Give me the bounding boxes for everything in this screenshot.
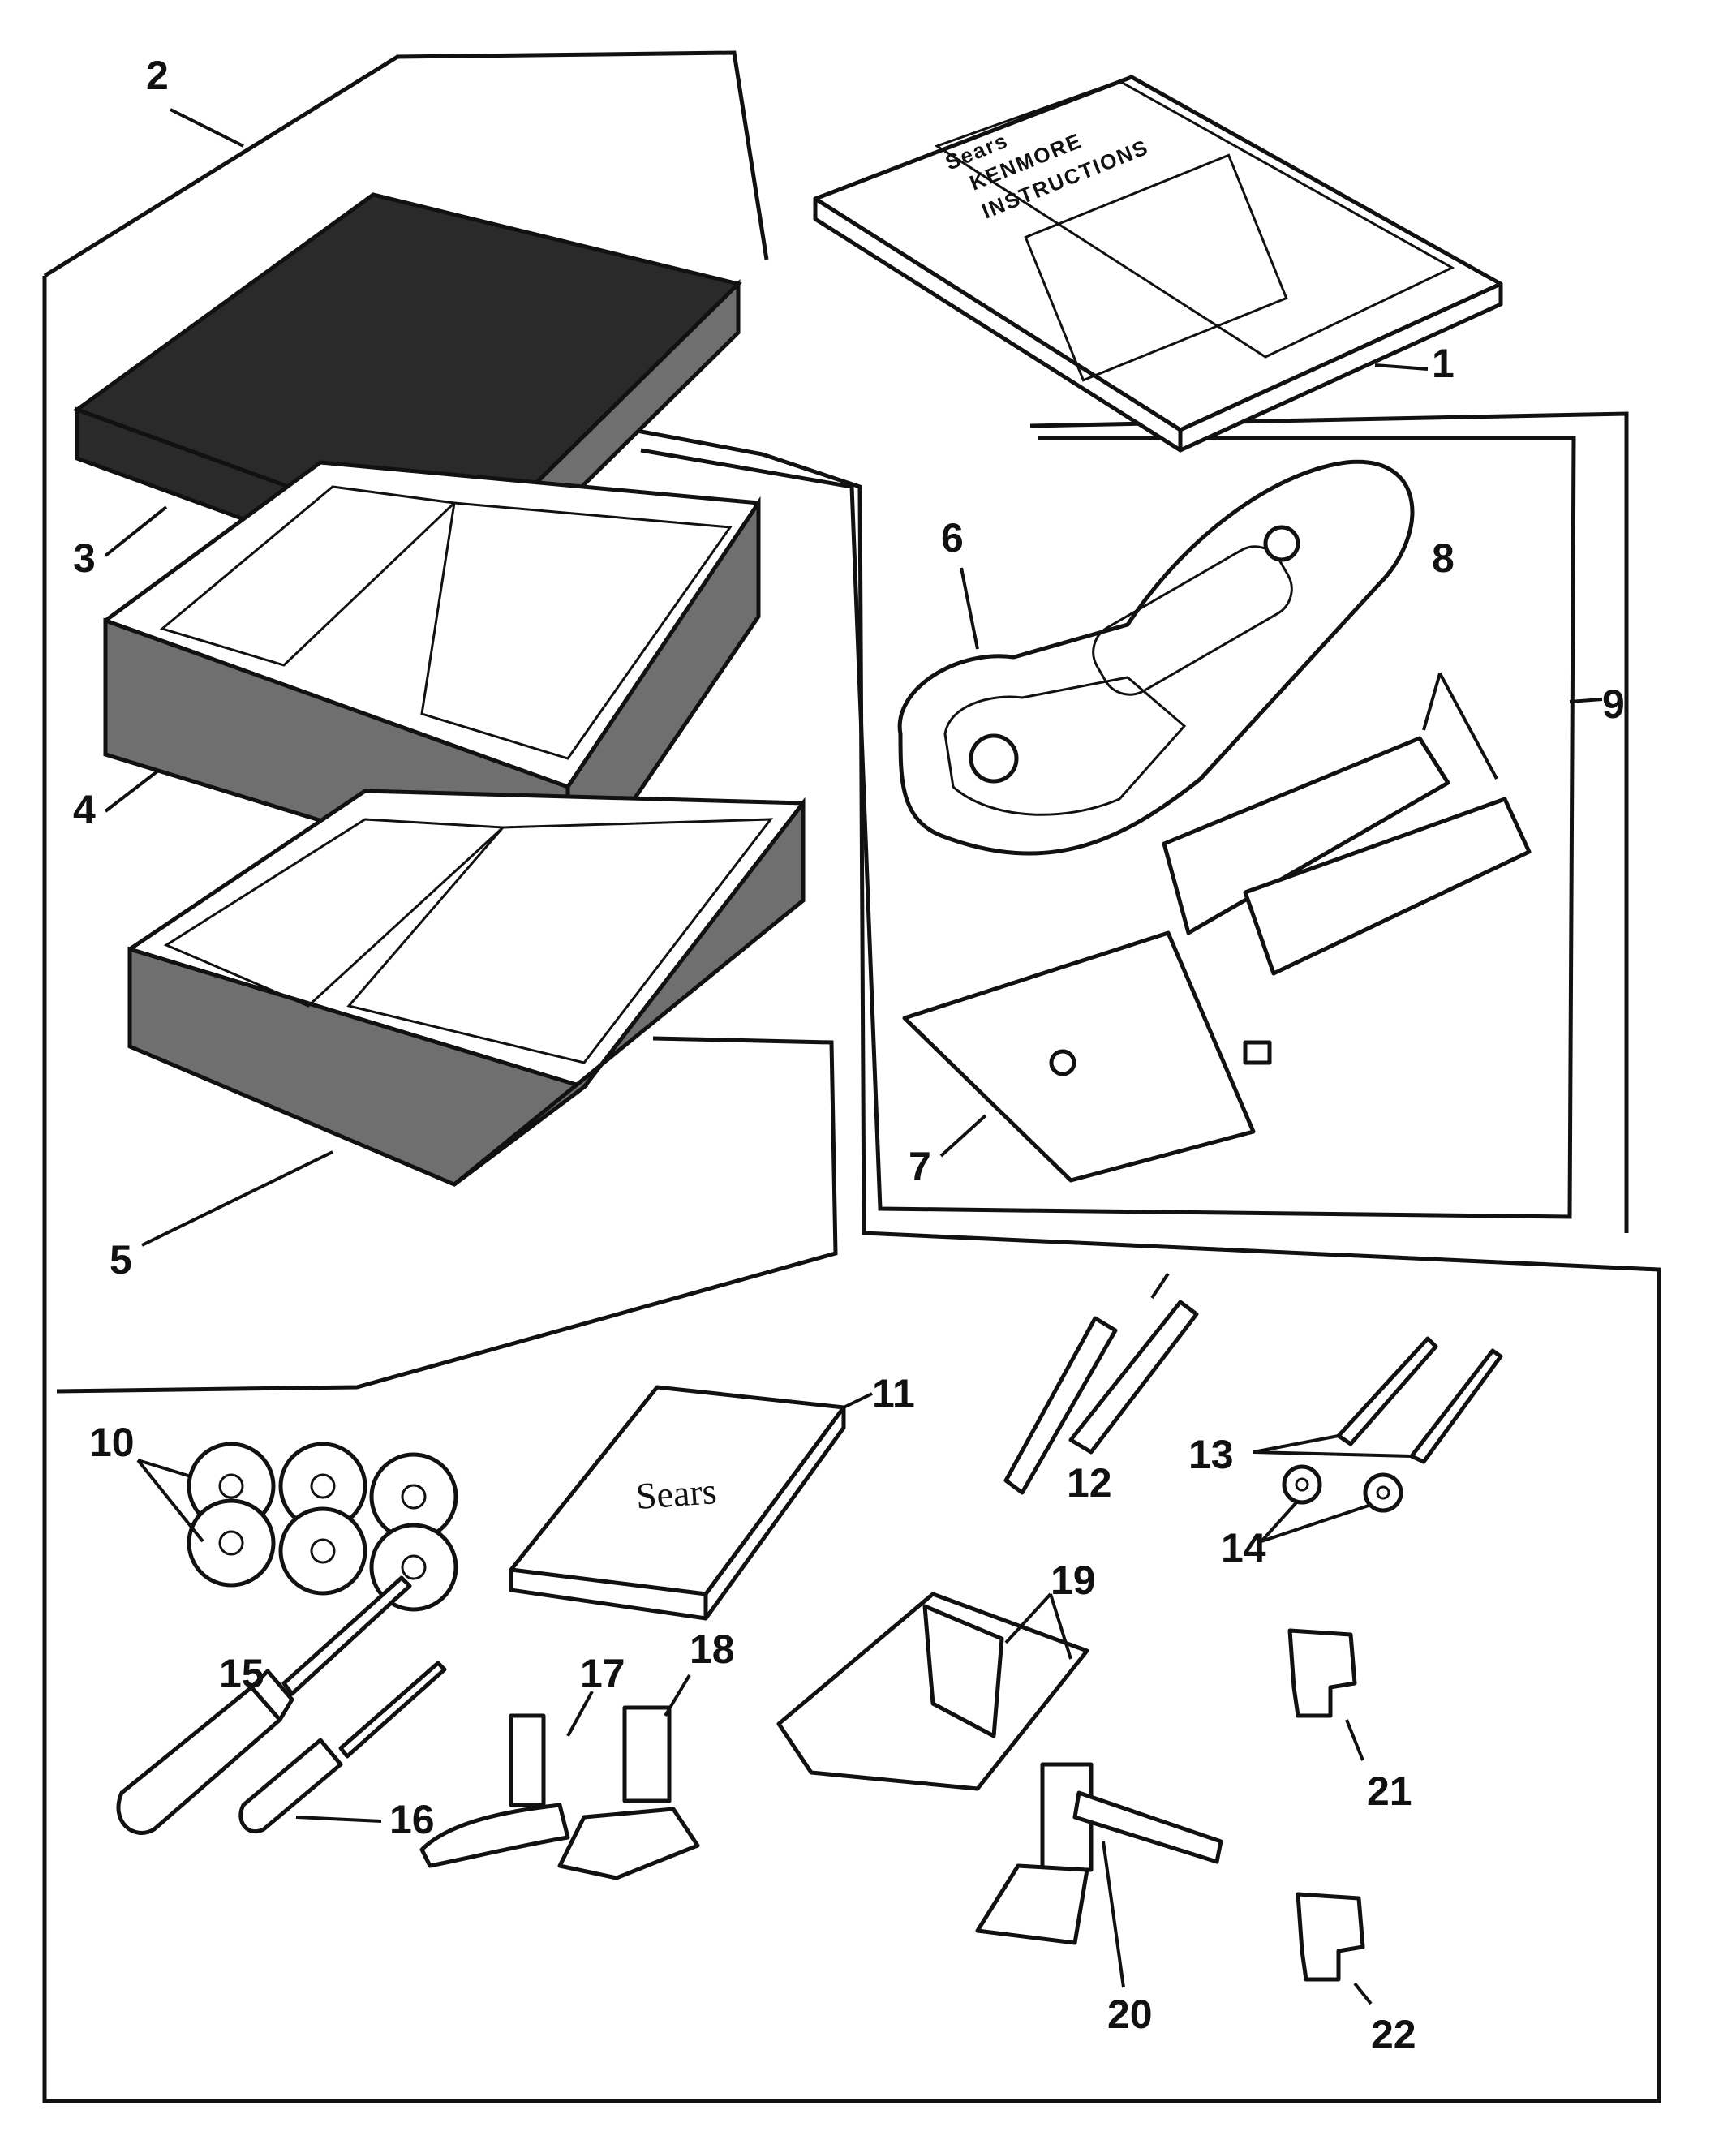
buttonhole-attachment bbox=[897, 459, 1415, 856]
callout-18: 18 bbox=[690, 1626, 735, 1672]
callout-5: 5 bbox=[110, 1237, 132, 1283]
callout-7: 7 bbox=[909, 1144, 931, 1189]
group-outline-box bbox=[42, 276, 1661, 2103]
small-screwdriver bbox=[238, 1661, 447, 1834]
callout-22: 22 bbox=[1371, 2012, 1416, 2057]
feed-cover-plate bbox=[902, 930, 1272, 1183]
presser-foot-18 bbox=[557, 1674, 700, 1880]
leader-9 bbox=[1569, 698, 1603, 703]
callout-3: 3 bbox=[73, 535, 96, 581]
seam-ripper bbox=[1003, 1272, 1199, 1495]
foot-21 bbox=[1287, 1628, 1364, 1761]
group-outline-lower bbox=[56, 1036, 838, 1394]
callout-21: 21 bbox=[1367, 1768, 1412, 1814]
bobbins bbox=[136, 1442, 458, 1612]
callout-16: 16 bbox=[389, 1797, 435, 1842]
callout-15: 15 bbox=[219, 1651, 264, 1696]
large-screwdriver bbox=[116, 1575, 412, 1835]
callout-8: 8 bbox=[1432, 535, 1455, 581]
attachment-box-brand: Sears bbox=[634, 1470, 718, 1517]
callout-11: 11 bbox=[872, 1371, 915, 1416]
leader-2 bbox=[170, 108, 244, 148]
zigzag-attachment bbox=[776, 1592, 1089, 1791]
callout-9: 9 bbox=[1602, 681, 1625, 727]
callout-2: 2 bbox=[146, 53, 169, 98]
booklet-cover-illustration bbox=[1024, 153, 1288, 382]
attachment-box: Sears bbox=[509, 1385, 873, 1621]
foot-22 bbox=[1296, 1892, 1373, 2005]
callout-12: 12 bbox=[1067, 1460, 1112, 1506]
callout-19: 19 bbox=[1051, 1558, 1096, 1603]
needles bbox=[1253, 1336, 1503, 1464]
callout-4: 4 bbox=[73, 787, 96, 832]
presser-foot-17 bbox=[419, 1691, 594, 1868]
spool-washers bbox=[1260, 1464, 1403, 1543]
callout-17: 17 bbox=[580, 1651, 625, 1696]
ruffler-foot bbox=[975, 1762, 1223, 1988]
callout-20: 20 bbox=[1107, 1992, 1153, 2037]
leader-6 bbox=[960, 567, 979, 650]
callout-1: 1 bbox=[1432, 341, 1455, 386]
callout-14: 14 bbox=[1221, 1525, 1266, 1571]
buttonhole-templates bbox=[1162, 673, 1532, 976]
group-outline-buttonhole bbox=[640, 436, 1576, 1219]
group-outline-top bbox=[43, 50, 769, 278]
callout-13: 13 bbox=[1188, 1432, 1234, 1477]
callout-10: 10 bbox=[89, 1420, 135, 1465]
lower-tray bbox=[127, 789, 806, 1247]
instruction-booklet: Sears KENMORE INSTRUCTIONS bbox=[813, 75, 1503, 453]
callout-6: 6 bbox=[941, 515, 964, 561]
